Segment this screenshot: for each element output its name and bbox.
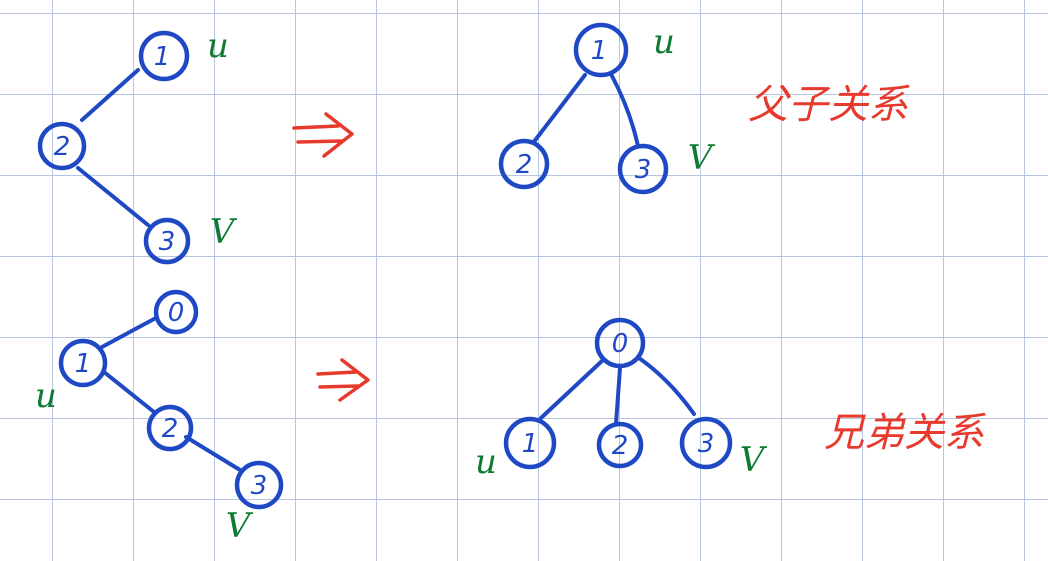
node-2 [146, 404, 194, 452]
node-label-2: 2 [516, 150, 533, 180]
edge-1-2 [80, 68, 140, 122]
edge-1-2 [102, 370, 156, 414]
diagram-2-after: 0 1 2 3 u V [475, 317, 768, 482]
transform-arrow-2 [316, 358, 370, 402]
node-label-3: 3 [159, 227, 176, 257]
edge-1-3 [610, 74, 640, 148]
node-label-2: 2 [162, 414, 179, 444]
node-label-3: 3 [698, 429, 715, 459]
mark-u: u [35, 376, 57, 416]
mark-u: u [475, 442, 497, 482]
edge-2-3 [76, 166, 150, 227]
node-label-1: 1 [154, 42, 171, 72]
node-label-0: 0 [168, 298, 185, 328]
diagram-2-before: 0 1 2 3 u V [35, 289, 284, 546]
mark-v: V [688, 138, 716, 178]
relation-note-1: 父子关系 [748, 82, 910, 128]
node-2 [37, 121, 87, 171]
edge-1-2 [531, 73, 587, 145]
node-2 [498, 138, 550, 190]
edge-0-2 [614, 366, 622, 426]
node-label-2: 2 [612, 431, 629, 461]
node-label-3: 3 [251, 471, 268, 501]
diagram-1-before: 1 2 3 u V [37, 26, 238, 265]
node-1 [138, 30, 190, 82]
node-2 [596, 421, 644, 469]
node-label-3: 3 [635, 155, 652, 185]
node-3 [143, 217, 191, 265]
diagram-1-after: 1 2 3 u V [498, 22, 716, 195]
node-label-1: 1 [522, 429, 539, 459]
node-1 [503, 416, 557, 470]
mark-v: V [226, 506, 254, 546]
node-3 [679, 416, 733, 470]
mark-u: u [653, 22, 675, 62]
node-label-1: 1 [591, 36, 608, 66]
relation-note-2: 兄弟关系 [824, 410, 986, 456]
node-label-2: 2 [54, 132, 71, 162]
node-label-1: 1 [75, 349, 92, 379]
edge-0-3 [637, 356, 696, 416]
node-3 [234, 460, 284, 510]
edge-2-3 [184, 435, 242, 472]
transform-arrow-1 [292, 112, 354, 158]
mark-u: u [207, 26, 229, 66]
mark-v: V [740, 440, 768, 480]
node-0 [594, 317, 646, 369]
node-label-0: 0 [612, 329, 629, 359]
edge-0-1 [100, 317, 156, 349]
node-1 [58, 338, 108, 388]
node-1 [573, 22, 629, 78]
mark-v: V [210, 212, 238, 252]
edge-0-1 [539, 358, 605, 420]
node-0 [153, 289, 199, 335]
node-3 [617, 143, 669, 195]
